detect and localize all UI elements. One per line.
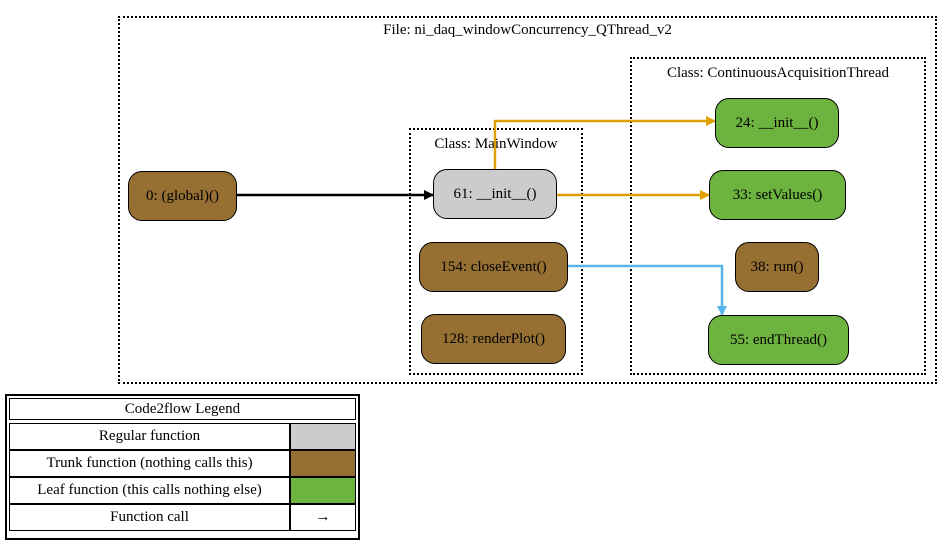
node-mainwindow-init[interactable]: 61: __init__() [433, 169, 557, 219]
legend-label-trunk: Trunk function (nothing calls this) [9, 450, 291, 477]
legend-label-regular: Regular function [9, 423, 291, 450]
node-render-plot-label: 128: renderPlot() [442, 330, 545, 347]
node-end-thread[interactable]: 55: endThread() [708, 315, 849, 365]
legend-label-call: Function call [9, 504, 291, 531]
thread-cluster: Class: ContinuousAcquisitionThread [630, 57, 926, 375]
legend-title: Code2flow Legend [9, 398, 356, 420]
edge-mwinit-to-thinit [493, 116, 716, 169]
node-run[interactable]: 38: run() [735, 242, 819, 292]
legend-swatch-regular [290, 423, 356, 450]
node-global-label: 0: (global)() [146, 187, 219, 204]
legend-row-trunk: Trunk function (nothing calls this) [9, 450, 356, 477]
legend-row-regular: Regular function [9, 423, 356, 450]
file-cluster: File: ni_daq_windowConcurrency_QThread_v… [118, 16, 937, 384]
node-thread-init-label: 24: __init__() [735, 114, 819, 131]
file-cluster-label: File: ni_daq_windowConcurrency_QThread_v… [383, 22, 672, 38]
node-mainwindow-init-label: 61: __init__() [453, 185, 537, 202]
legend-swatch-leaf [290, 477, 356, 504]
legend-row-leaf: Leaf function (this calls nothing else) [9, 477, 356, 504]
node-close-event-label: 154: closeEvent() [440, 258, 547, 275]
legend-swatch-trunk [290, 450, 356, 477]
thread-cluster-label: Class: ContinuousAcquisitionThread [666, 65, 890, 81]
node-thread-init[interactable]: 24: __init__() [715, 98, 839, 148]
legend-table: Regular function Trunk function (nothing… [9, 423, 356, 531]
node-render-plot[interactable]: 128: renderPlot() [421, 314, 566, 364]
arrow-right-icon: → [290, 504, 356, 531]
node-close-event[interactable]: 154: closeEvent() [419, 242, 568, 292]
node-run-label: 38: run() [750, 258, 804, 275]
edge-closeevent-to-endthread [568, 264, 727, 316]
node-set-values[interactable]: 33: setValues() [709, 170, 846, 220]
legend: Code2flow Legend Regular function Trunk … [5, 394, 360, 540]
node-set-values-label: 33: setValues() [732, 186, 823, 203]
legend-row-call: Function call → [9, 504, 356, 531]
node-end-thread-label: 55: endThread() [729, 331, 828, 348]
legend-label-leaf: Leaf function (this calls nothing else) [9, 477, 291, 504]
node-global[interactable]: 0: (global)() [128, 171, 237, 221]
